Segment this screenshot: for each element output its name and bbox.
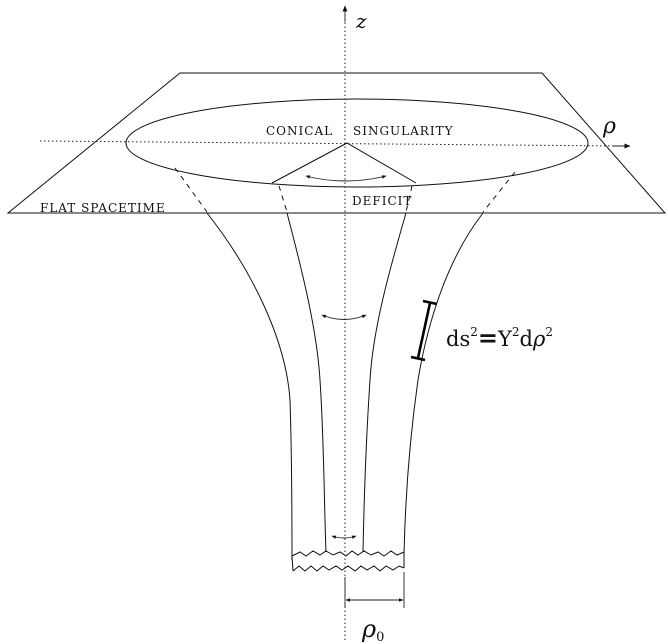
deficit-arrow-middle [321,314,367,320]
rho0-label: ρ0 [361,615,384,644]
deficit-arrow-bottom [331,535,357,539]
metric-equation: ds2=Y2dρ2 [446,323,553,352]
jagged-edge-top [291,550,405,557]
funnel-left-end [291,555,294,572]
line-element-tick-top [422,299,438,306]
inner-right-dashed [405,185,413,213]
deficit-arrow-top [305,175,387,182]
deficit-label: DEFICIT [352,194,412,208]
singularity-label: SINGULARITY [353,124,454,138]
inner-left-wall [286,212,327,553]
funnel-opening-ellipse [125,98,589,188]
inner-right-wall [362,212,407,553]
flat-spacetime-label: FLAT SPACETIME [40,201,166,215]
outer-left-wall [206,212,293,561]
line-element-segment [416,302,432,359]
rho-axis-label: ρ [602,114,616,139]
conical-wedge [271,142,417,184]
rho-axis [39,140,621,147]
outer-right-dashed [482,171,516,213]
line-element-tick-bottom [410,355,426,362]
outer-right-wall [403,212,484,556]
jagged-edge-bottom [292,565,405,572]
flat-plane [6,72,667,214]
z-axis-label: z [355,9,367,33]
outer-left-dashed [174,167,208,213]
inner-left-dashed [278,185,288,213]
conical-label: CONICAL [266,124,333,138]
